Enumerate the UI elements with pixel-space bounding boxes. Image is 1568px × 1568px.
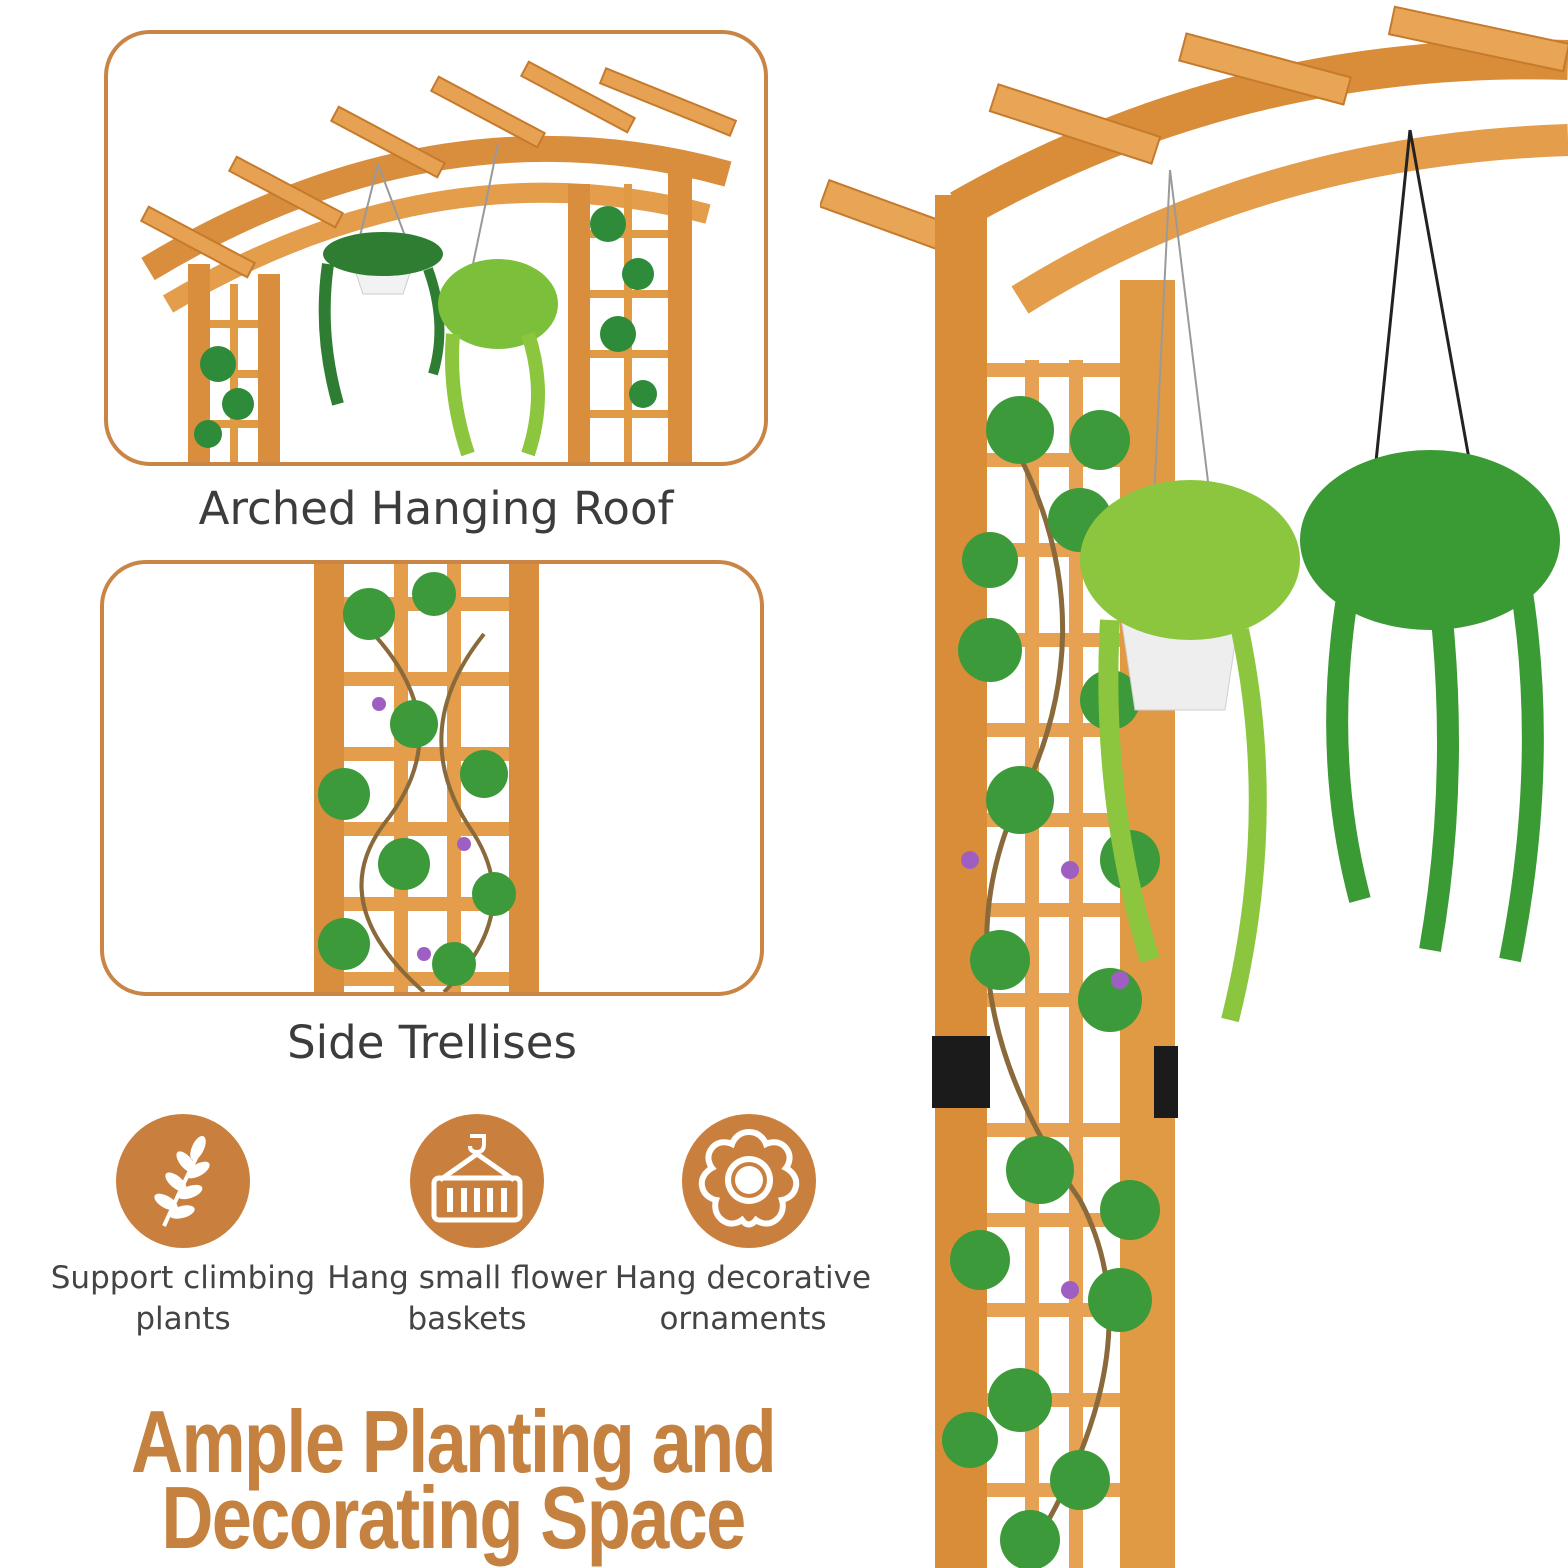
wheat-icon xyxy=(116,1114,250,1248)
arched-roof-illustration xyxy=(139,60,738,462)
trellis-detail-panel xyxy=(100,560,764,996)
feature-label-climbing: Support climbing plants xyxy=(50,1260,316,1337)
feature-label-baskets: Hang small flower baskets xyxy=(327,1260,607,1337)
flower-icon xyxy=(682,1114,816,1248)
roof-detail-panel xyxy=(104,30,768,466)
roof-caption: Arched Hanging Roof xyxy=(198,482,674,535)
product-arch-photo xyxy=(820,5,1568,1568)
headline-line-2: Decorating Space xyxy=(161,1468,746,1567)
trellis-caption: Side Trellises xyxy=(287,1016,577,1069)
side-trellis-illustration xyxy=(314,564,539,992)
hanging-basket-icon xyxy=(410,1114,544,1248)
feature-label-ornaments: Hang decorative ornaments xyxy=(614,1260,872,1337)
headline-line-1: Ample Planting and xyxy=(130,1392,777,1491)
